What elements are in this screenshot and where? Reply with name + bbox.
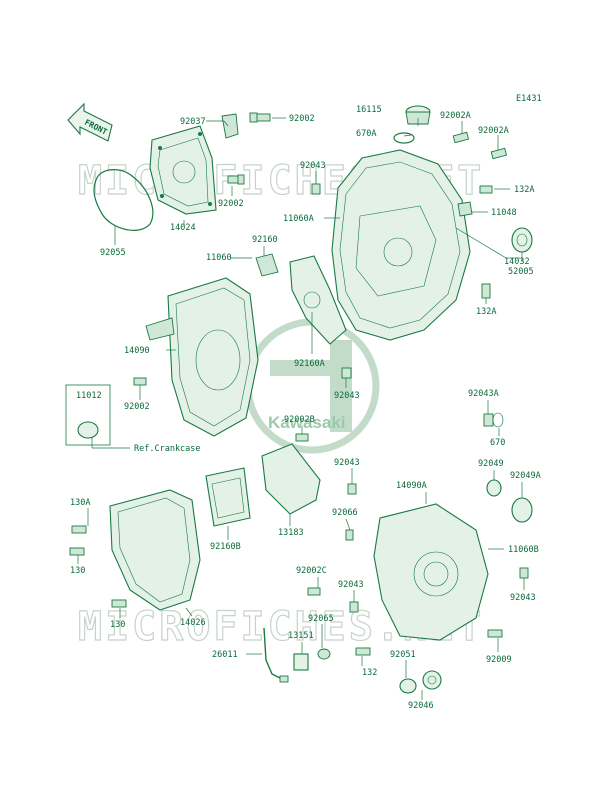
plate-13183 [261, 443, 321, 515]
bolt-92002C [307, 587, 321, 596]
label-13151: 13151 [288, 631, 314, 641]
bolt-92002-top [249, 112, 271, 123]
label-130A: 130A [70, 498, 90, 508]
bearing-92046 [422, 670, 442, 690]
label-11060A: 11060A [283, 214, 314, 224]
label-14090A: 14090A [396, 481, 427, 491]
label-92043-b: 92043 [334, 391, 360, 401]
bolt-130-2 [111, 599, 127, 608]
dowel-92043-a [311, 183, 321, 195]
label-92002A-1: 92002A [440, 111, 471, 121]
pin-92066 [345, 529, 354, 541]
pickup-cover-14024 [149, 125, 217, 215]
label-92002A-2: 92002A [478, 126, 509, 136]
cover-14090A [373, 503, 489, 641]
label-130-1: 130 [70, 566, 85, 576]
label-92037: 92037 [180, 117, 206, 127]
label-132: 132 [362, 668, 377, 678]
collar-92051 [399, 678, 417, 694]
label-92002-c: 92002 [124, 402, 150, 412]
label-11012: 11012 [76, 391, 102, 401]
dowel-92043-c [347, 483, 357, 495]
bearing-92049 [486, 479, 502, 497]
label-14026: 14026 [180, 618, 206, 628]
bracket-11048 [457, 201, 473, 217]
damper-92160B [205, 467, 251, 527]
bolt-92002-c [133, 377, 147, 386]
label-132A-2: 132A [476, 307, 496, 317]
label-92002-b: 92002 [218, 199, 244, 209]
label-92160A: 92160A [294, 359, 325, 369]
wire-26011 [263, 627, 289, 683]
oring-670A [393, 132, 415, 144]
switch-13151 [293, 653, 309, 671]
brand-text: Kawasaki [268, 413, 346, 432]
bolt-130-1 [69, 547, 85, 556]
bolt-92009 [487, 629, 503, 638]
sprocket-cover-14026 [109, 489, 201, 611]
label-14024: 14024 [170, 223, 196, 233]
label-92043-a: 92043 [300, 161, 326, 171]
label-132A-1: 132A [514, 185, 534, 195]
label-92043-c: 92043 [334, 458, 360, 468]
label-92043A: 92043A [468, 389, 499, 399]
label-92066: 92066 [332, 508, 358, 518]
bolt-92002-b [227, 174, 245, 185]
ref-crankcase-box [65, 384, 111, 446]
label-92043-e: 92043 [510, 593, 536, 603]
clutch-cover-14032 [331, 149, 471, 341]
seal-92049A [511, 497, 533, 523]
label-11060: 11060 [206, 253, 232, 263]
label-92002-top: 92002 [289, 114, 315, 124]
label-92009: 92009 [486, 655, 512, 665]
label-11048: 11048 [491, 208, 517, 218]
label-92043-d: 92043 [338, 580, 364, 590]
front-arrow-icon: FRONT [67, 102, 113, 142]
diagram-id: E1431 [516, 94, 542, 104]
bolt-130A [71, 525, 87, 534]
label-92049: 92049 [478, 459, 504, 469]
label-92049A: 92049A [510, 471, 541, 481]
label-52005: 52005 [508, 267, 534, 277]
label-92065: 92065 [308, 614, 334, 624]
dowel-92043A [483, 413, 494, 427]
dowel-92043-b [341, 367, 352, 379]
ref-crankcase: Ref.Crankcase [134, 444, 201, 454]
label-92160B: 92160B [210, 542, 241, 552]
gasket-92055 [93, 169, 154, 231]
label-11060B: 11060B [508, 545, 539, 555]
dowel-92043-d [349, 601, 359, 613]
label-92046: 92046 [408, 701, 434, 711]
bolt-92002A-2 [490, 147, 508, 160]
plate-92160A [289, 255, 347, 345]
bolt-132A-1 [479, 185, 493, 194]
label-670: 670 [490, 438, 505, 448]
dowel-92043-e [519, 567, 529, 579]
label-92051: 92051 [390, 650, 416, 660]
bolt-92002B [295, 433, 309, 442]
label-26011: 26011 [212, 650, 238, 660]
bolt-92002A-1 [452, 131, 470, 144]
label-14090: 14090 [124, 346, 150, 356]
label-92160: 92160 [252, 235, 278, 245]
generator-cover-14090 [145, 277, 259, 437]
label-92002B: 92002B [284, 415, 315, 425]
washer-92065 [317, 648, 331, 660]
label-92055: 92055 [100, 248, 126, 258]
label-670A: 670A [356, 129, 376, 139]
part-labels: 92037 92002 92055 14024 92002 16115 9200… [70, 105, 541, 711]
label-13183: 13183 [278, 528, 304, 538]
label-130-2: 130 [110, 620, 125, 630]
oil-seal-52005 [511, 227, 533, 253]
label-16115: 16115 [356, 105, 382, 115]
bolt-132 [355, 647, 371, 656]
oring-670 [492, 412, 504, 428]
label-14032: 14032 [504, 257, 530, 267]
leader-lines [77, 117, 525, 700]
bolt-132A-2 [481, 283, 491, 299]
bracket-92037 [221, 113, 239, 139]
label-92002C: 92002C [296, 566, 327, 576]
damper-92160 [255, 253, 279, 277]
